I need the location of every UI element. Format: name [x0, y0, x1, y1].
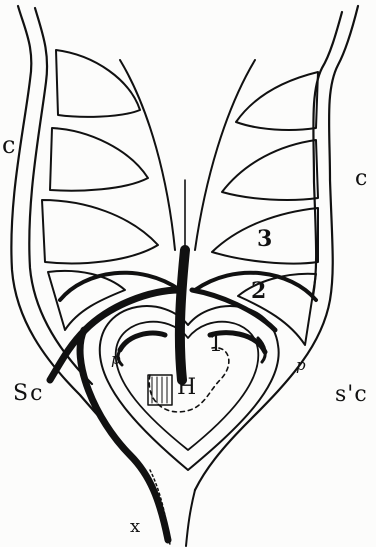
- label-c-right: c: [355, 168, 367, 190]
- label-arch-2: 2: [251, 280, 266, 302]
- right-pouch-top: [236, 72, 318, 130]
- aorta: [180, 250, 185, 380]
- label-c-left: c: [2, 133, 15, 157]
- right-pouch-2: [222, 140, 318, 200]
- label-p-left: p: [111, 352, 121, 367]
- cardinal-vessel: [80, 330, 168, 540]
- label-arch-1: 1: [209, 334, 223, 356]
- label-sc-right: s'c: [335, 384, 368, 406]
- p-left-process: [120, 333, 165, 350]
- label-sc-left: Sc: [13, 383, 44, 405]
- right-outer-wall: [195, 6, 358, 490]
- label-x: x: [130, 518, 140, 536]
- left-pouch-top: [56, 50, 140, 117]
- label-p-right: p: [296, 358, 306, 373]
- label-heart: H: [177, 377, 196, 399]
- label-arch-3: 3: [257, 228, 272, 250]
- left-pouch-2: [50, 128, 148, 191]
- pharynx-right: [195, 60, 255, 250]
- tail-right: [186, 490, 195, 546]
- left-pouch-3: [42, 200, 158, 263]
